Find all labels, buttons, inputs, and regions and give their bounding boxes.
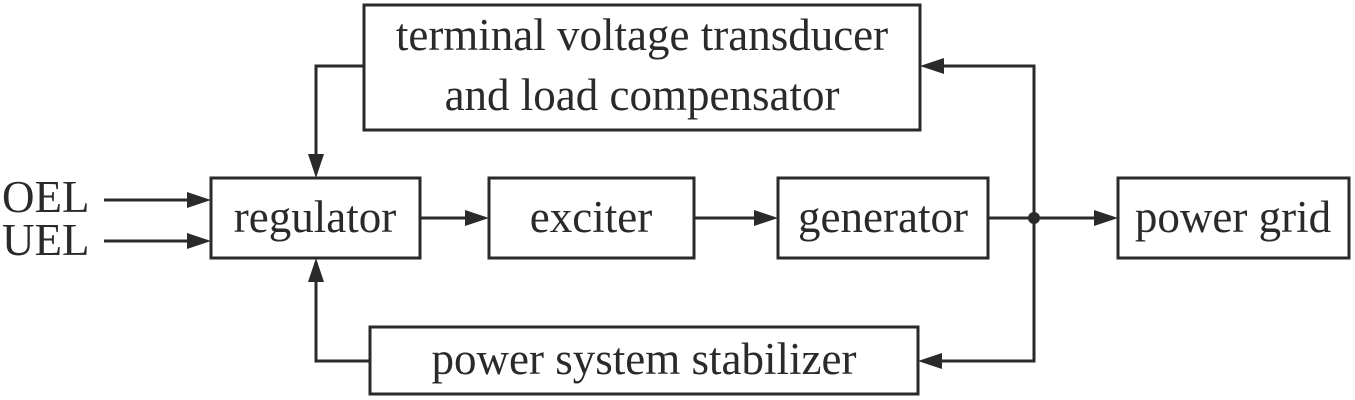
exciter-to-generator-arrow (694, 210, 778, 226)
power-grid-label: power grid (1135, 192, 1331, 242)
stabilizer-label: power system stabilizer (432, 334, 857, 384)
generator-to-grid-arrow (988, 210, 1118, 226)
stabilizer-to-regulator-arrow (308, 258, 370, 363)
regulator-to-exciter-arrow (420, 210, 489, 226)
generator-label: generator (798, 192, 968, 242)
exciter-block: exciter (487, 176, 696, 260)
regulator-label: regulator (234, 192, 396, 242)
feedback-to-transducer-arrow (920, 58, 1036, 218)
oel-input-arrow (104, 192, 211, 208)
oel-label: OEL (2, 172, 89, 222)
transducer-to-regulator-arrow (308, 64, 364, 178)
uel-input-arrow (104, 233, 211, 249)
generator-block: generator (776, 176, 990, 260)
transducer-label-line1: terminal voltage transducer (396, 10, 888, 60)
transducer-label-line2: and load compensator (445, 70, 840, 120)
uel-label: UEL (2, 215, 89, 265)
power-grid-block: power grid (1116, 176, 1351, 260)
stabilizer-block: power system stabilizer (368, 325, 920, 396)
feedback-to-stabilizer-arrow (918, 218, 1036, 369)
exciter-label: exciter (530, 192, 652, 242)
transducer-block: terminal voltage transducer and load com… (362, 3, 922, 132)
regulator-block: regulator (209, 176, 422, 260)
